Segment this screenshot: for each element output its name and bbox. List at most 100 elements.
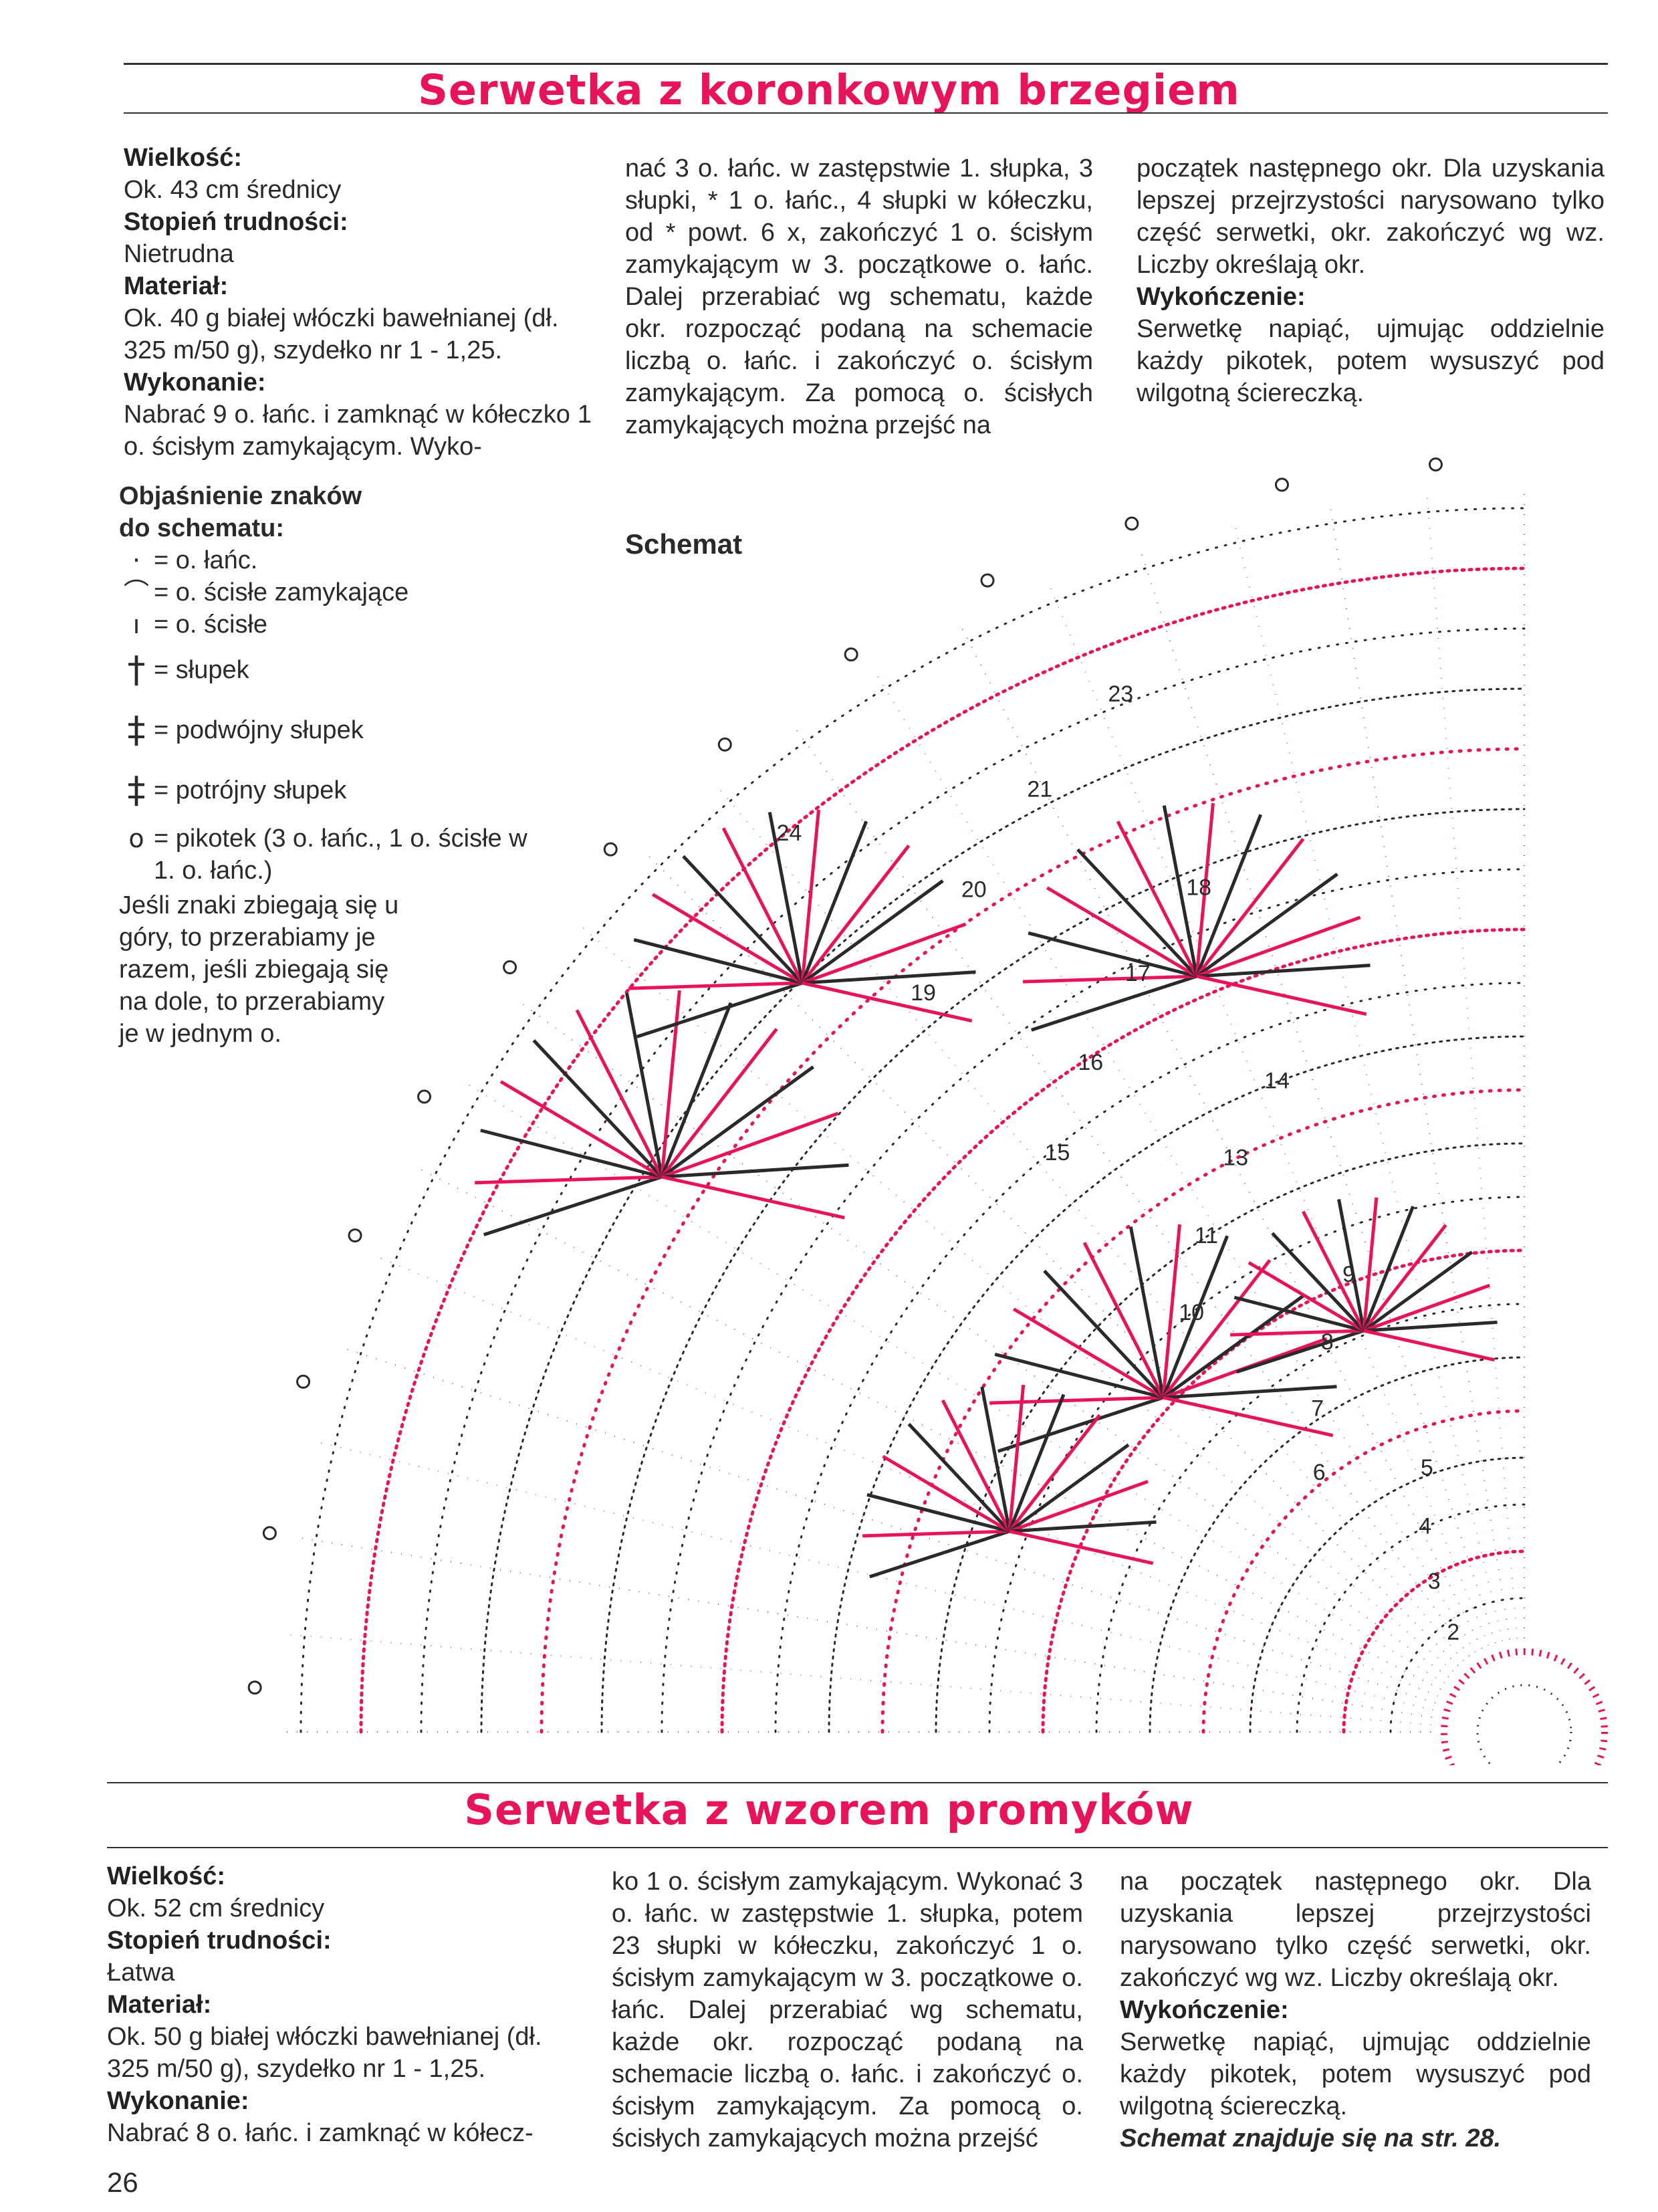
difficulty-label: Stopień trudności: [107, 1924, 575, 1957]
fan-stitch [862, 1531, 1010, 1536]
round-number-label: 23 [1108, 681, 1133, 707]
fan-stitch [627, 993, 662, 1177]
fan-stitch [989, 1398, 1163, 1403]
execution-label: Wykonanie: [124, 366, 592, 399]
finishing-value: Serwetkę napiąć, ujmując oddzielnie każd… [1120, 2026, 1591, 2122]
center-ring [1477, 1685, 1571, 1765]
material-value: Ok. 50 g białej włóczki bawełnianej (dł.… [107, 2021, 575, 2085]
stitch-spoke [464, 1082, 1445, 1683]
fan-stitch [1028, 933, 1197, 976]
article1-col3: początek następnego okr. Dla uzyskania l… [1137, 152, 1605, 409]
fan-stitch [662, 1177, 844, 1218]
stitch-round [882, 1090, 1524, 1732]
page-number: 26 [107, 2167, 138, 2199]
fan-stitch [481, 1130, 662, 1177]
round-number-label: 11 [1195, 1223, 1218, 1248]
size-value: Ok. 52 cm średnicy [107, 1892, 575, 1924]
difficulty-value: Nietrudna [124, 238, 592, 270]
stitch-round [722, 929, 1524, 1732]
material-label: Materiał: [124, 270, 592, 302]
picot-mark [1126, 518, 1138, 530]
top-rule-1 [124, 63, 1608, 65]
round-number-label: 7 [1311, 1396, 1324, 1421]
material-label: Materiał: [107, 1989, 575, 2021]
article1-col2: nać 3 o. łańc. w zastępstwie 1. słupka, … [625, 152, 1093, 441]
treble-crochet-icon: ‡ [119, 705, 154, 756]
fan-stitch [484, 1177, 662, 1235]
picot-mark [249, 1682, 261, 1694]
picot-mark [719, 738, 731, 750]
round-number-label: 17 [1125, 961, 1151, 986]
execution-text-2: nać 3 o. łańc. w zastępstwie 1. słupka, … [625, 152, 1093, 441]
picot-mark [845, 649, 857, 661]
stitch-spoke [285, 1634, 1431, 1725]
stitch-spoke [1048, 583, 1488, 1646]
center-stitches [1444, 1652, 1605, 1765]
fan-stitch [628, 983, 802, 988]
stitch-round [1043, 1250, 1524, 1732]
slip-stitch-icon: ⌒ [119, 576, 154, 609]
fan-stitch [1131, 1227, 1163, 1398]
finishing-label: Wykończenie: [1137, 281, 1605, 313]
stitch-round [481, 689, 1524, 1732]
execution-text-2: ko 1 o. ścisłym zamykającym. Wykonać 3 o… [612, 1866, 1083, 2154]
article2-col1: Wielkość: Ok. 52 cm średnicy Stopień tru… [107, 1860, 575, 2149]
stitch-spoke [296, 1537, 1432, 1717]
difficulty-value: Łatwa [107, 1957, 575, 1989]
fan-stitch [982, 1387, 1010, 1531]
fan-stitch [1364, 1331, 1494, 1360]
size-value: Ok. 43 cm średnicy [124, 174, 592, 206]
stitch-spoke [342, 1347, 1435, 1703]
stitch-round [1391, 1598, 1524, 1732]
round-number-label: 24 [777, 820, 802, 846]
fan-stitch [1163, 1398, 1333, 1436]
stitch-round [301, 508, 1524, 1732]
stitch-round [936, 1143, 1524, 1732]
picot-mark [981, 574, 993, 586]
finishing-value: Serwetkę napiąć, ujmując oddzielnie każd… [1137, 313, 1605, 409]
top-rule-2 [124, 112, 1608, 114]
crochet-diagram: 2345678910111314151617181920212324 [227, 428, 1631, 1765]
size-label: Wielkość: [124, 142, 592, 174]
fan-stitch [870, 1531, 1010, 1577]
finishing-label: Wykończenie: [1120, 1994, 1591, 2026]
fan-stitch [1230, 1331, 1364, 1335]
round-number-label: 21 [1027, 776, 1052, 802]
fan-stitch [1078, 849, 1197, 976]
stitch-spoke [1427, 492, 1517, 1639]
round-number-label: 9 [1342, 1262, 1355, 1287]
fan-stitch [1010, 1531, 1153, 1563]
round-number-label: 10 [1179, 1300, 1204, 1325]
round-number-label: 8 [1321, 1329, 1334, 1355]
execution-text-1: Nabrać 8 o. łańc. i zamknąć w kółecz- [107, 2117, 575, 2149]
chain-stitch-icon: · [119, 544, 154, 576]
fan-stitch [802, 810, 818, 983]
execution-text-3: na początek następnego okr. Dla uzyskani… [1120, 1866, 1591, 1994]
fan-stitch [534, 1040, 662, 1177]
picot-mark [298, 1375, 310, 1388]
picot-mark [349, 1230, 361, 1242]
round-number-label: 13 [1223, 1145, 1248, 1170]
round-number-label: 15 [1045, 1140, 1070, 1166]
stitch-spoke [417, 1168, 1441, 1690]
difficulty-label: Stopień trudności: [124, 206, 592, 238]
pattern-reference: Schemat znajduje się na str. 28. [1120, 2122, 1591, 2154]
fan-stitch [1032, 976, 1197, 1030]
fan-stitch [1023, 976, 1197, 982]
fan-stitch [1197, 976, 1367, 1014]
round-number-label: 4 [1419, 1513, 1431, 1539]
picot-mark [604, 843, 616, 855]
article2-rule-bottom [107, 1847, 1608, 1848]
article1-col1: Wielkość: Ok. 43 cm średnicy Stopień tru… [124, 142, 592, 463]
round-number-label: 19 [911, 980, 936, 1006]
double-treble-icon: ‡ [119, 765, 154, 816]
article2-rule-top [107, 1782, 1608, 1783]
double-crochet-icon: † [119, 645, 154, 695]
execution-label: Wykonanie: [107, 2085, 575, 2117]
article1-title: Serwetka z koronkowym brzegiem [0, 66, 1658, 114]
stitch-spoke [376, 1256, 1438, 1696]
picot-mark [1429, 459, 1441, 471]
stitch-round [1096, 1304, 1524, 1732]
picot-mark [1276, 479, 1288, 491]
fan-stitch [475, 1177, 662, 1183]
